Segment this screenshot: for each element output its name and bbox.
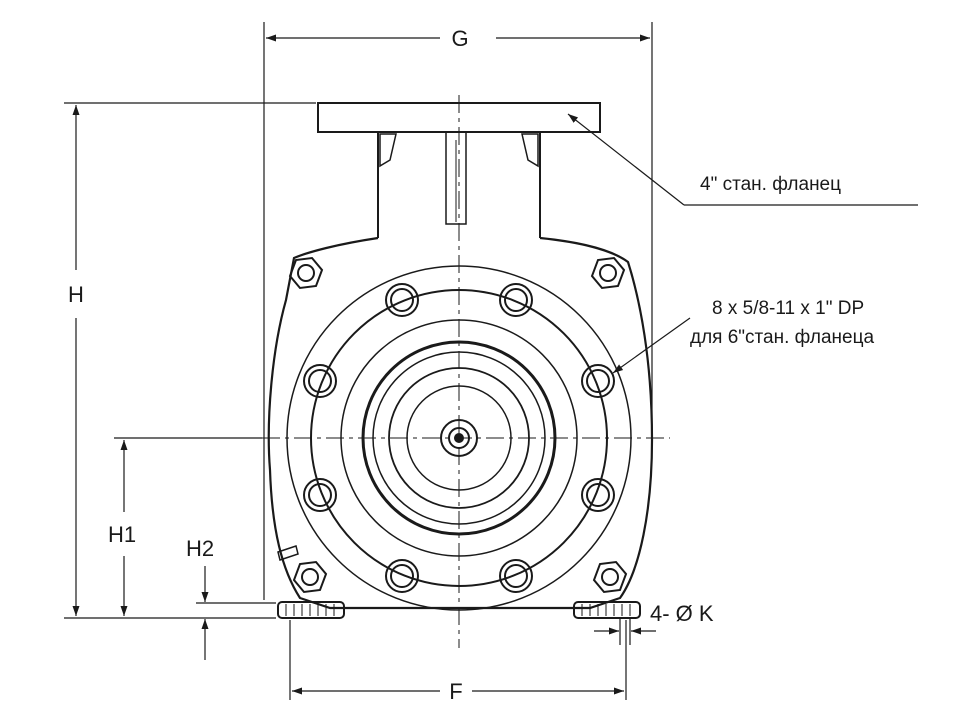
bolt-spec-line-1: 8 x 5/8-11 x 1" DP xyxy=(712,298,864,319)
dimension-h1-label: H1 xyxy=(108,522,136,547)
neck-rib xyxy=(445,132,467,225)
pump-body xyxy=(267,102,654,619)
leader-lines xyxy=(567,113,918,374)
left-gusset xyxy=(379,133,397,168)
discharge-flange-callout: 4" стан. фланец xyxy=(700,174,841,195)
drain-plug xyxy=(277,545,299,561)
dimension-f-label: F xyxy=(449,679,462,704)
casing-hex-bolts xyxy=(288,256,628,594)
dimension-lines xyxy=(64,22,656,700)
right-foot xyxy=(573,601,641,619)
bolt-spec-line-2: для 6"стан. фланеца xyxy=(690,327,874,348)
casing-outline xyxy=(267,236,654,610)
dimension-h2-label: H2 xyxy=(186,536,214,561)
dimension-k-label: 4- Ø K xyxy=(650,601,714,626)
dimension-g-label: G xyxy=(451,26,468,51)
discharge-neck xyxy=(377,132,541,238)
flange-bolt-holes xyxy=(303,283,615,593)
right-gusset xyxy=(521,133,539,168)
dimension-h-label: H xyxy=(68,282,84,307)
left-foot xyxy=(277,601,345,619)
centerlines xyxy=(262,95,670,648)
